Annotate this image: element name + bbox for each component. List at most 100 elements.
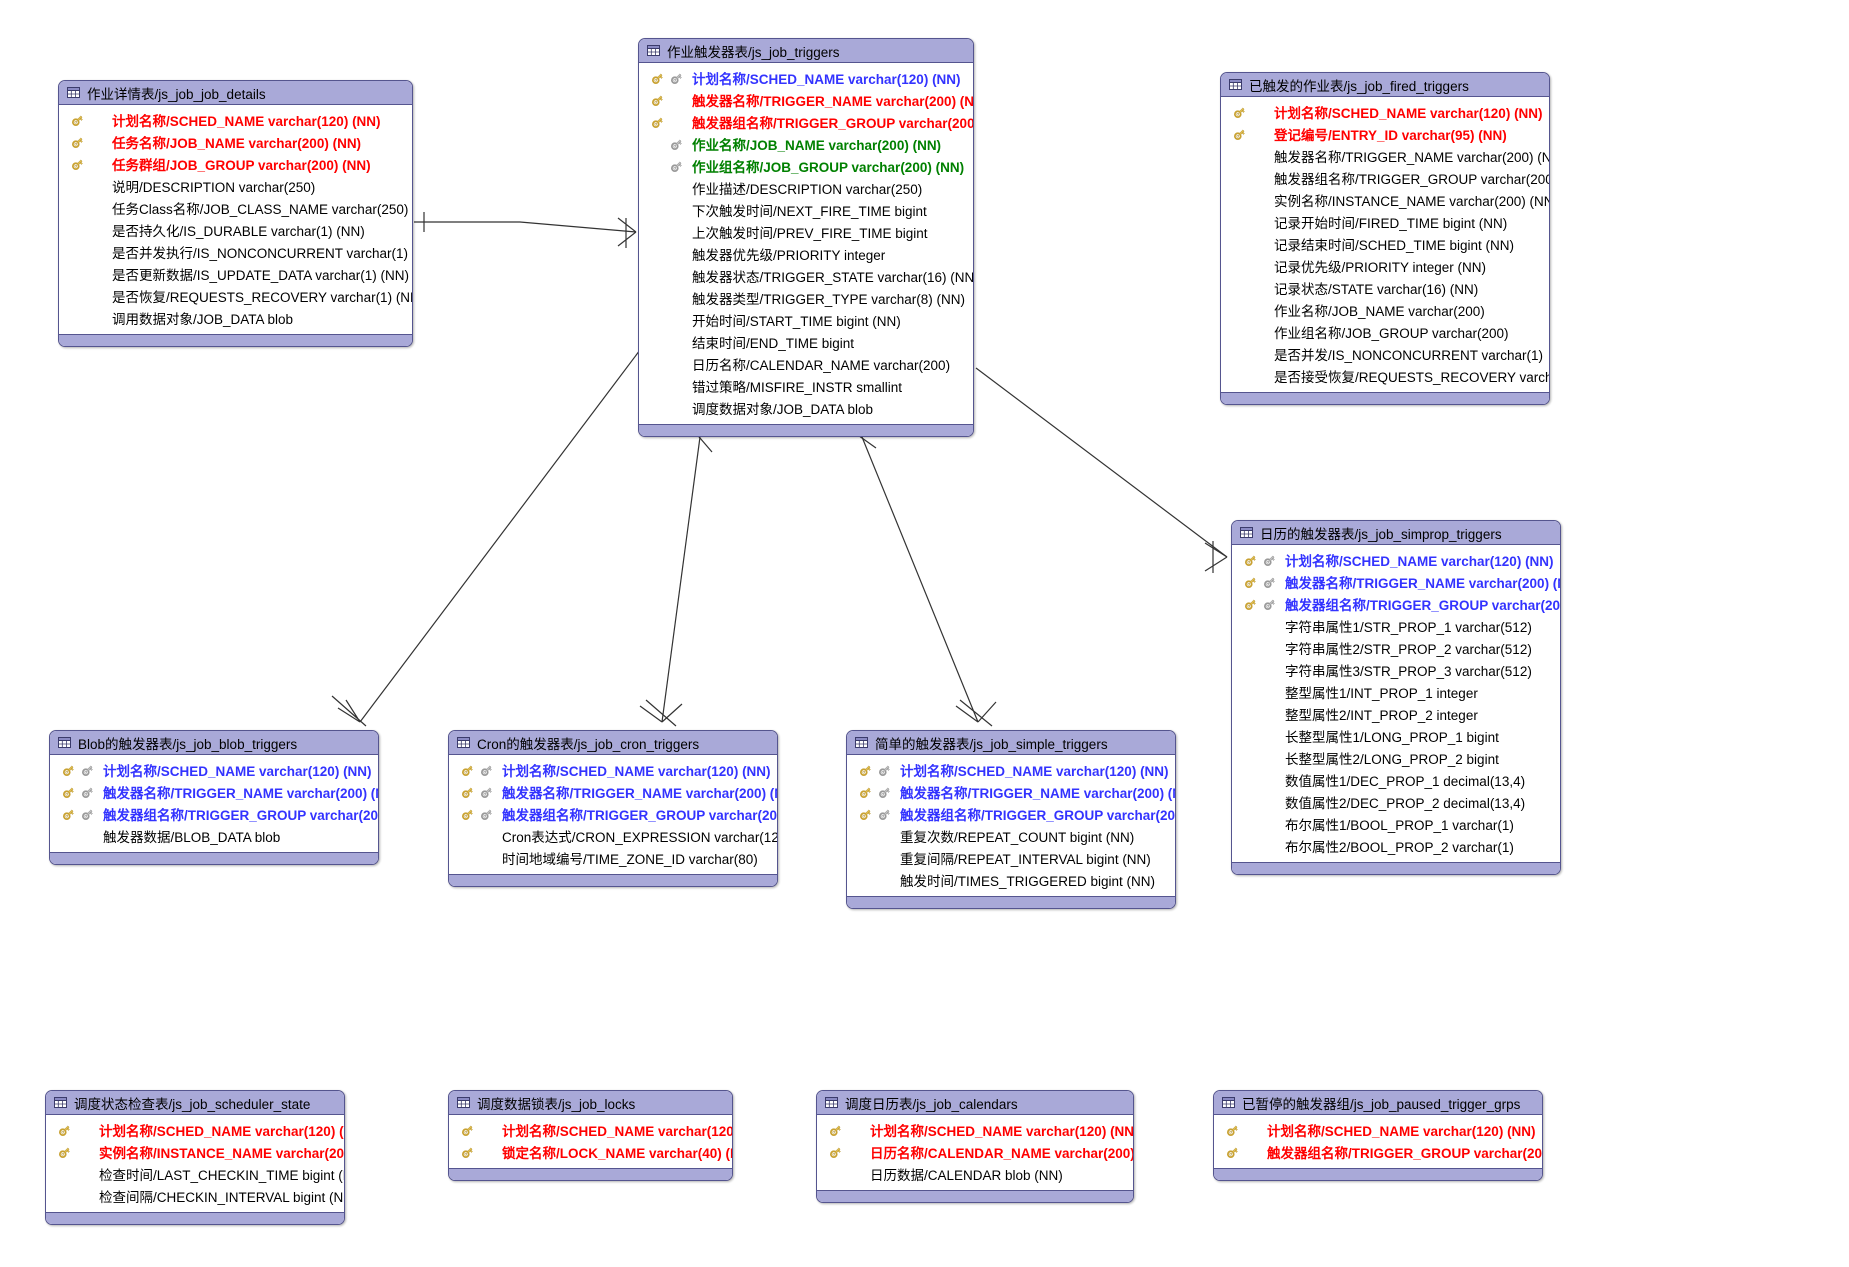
attribute-row[interactable]: 触发时间/TIMES_TRIGGERED bigint (NN) — [847, 869, 1175, 891]
attribute-row[interactable]: 触发器名称/TRIGGER_NAME varchar(200) (NN) — [50, 781, 378, 803]
entity-header-scheduler_state[interactable]: 调度状态检查表/js_job_scheduler_state — [46, 1091, 344, 1115]
attribute-row[interactable]: 计划名称/SCHED_NAME varchar(120) (NN) — [1214, 1119, 1542, 1141]
attribute-row[interactable]: 登记编号/ENTRY_ID varchar(95) (NN) — [1221, 123, 1549, 145]
attribute-row[interactable]: 长整型属性1/LONG_PROP_1 bigint — [1232, 725, 1560, 747]
attribute-row[interactable]: 布尔属性1/BOOL_PROP_1 varchar(1) — [1232, 813, 1560, 835]
attribute-row[interactable]: 任务名称/JOB_NAME varchar(200) (NN) — [59, 131, 412, 153]
attribute-row[interactable]: 锁定名称/LOCK_NAME varchar(40) (NN) — [449, 1141, 732, 1163]
attribute-row[interactable]: 数值属性1/DEC_PROP_1 decimal(13,4) — [1232, 769, 1560, 791]
entity-blob_triggers[interactable]: Blob的触发器表/js_job_blob_triggers 计划名称/SCHED… — [49, 730, 379, 865]
attribute-row[interactable]: 调度数据对象/JOB_DATA blob — [639, 397, 973, 419]
entity-job_triggers[interactable]: 作业触发器表/js_job_triggers 计划名称/SCHED_NAME va… — [638, 38, 974, 437]
entity-simprop_triggers[interactable]: 日历的触发器表/js_job_simprop_triggers 计划名称/SCHE… — [1231, 520, 1561, 875]
entity-header-locks[interactable]: 调度数据锁表/js_job_locks — [449, 1091, 732, 1115]
attribute-row[interactable]: 是否更新数据/IS_UPDATE_DATA varchar(1) (NN) — [59, 263, 412, 285]
attribute-row[interactable]: 日历名称/CALENDAR_NAME varchar(200) — [639, 353, 973, 375]
attribute-row[interactable]: 整型属性2/INT_PROP_2 integer — [1232, 703, 1560, 725]
attribute-row[interactable]: 触发器组名称/TRIGGER_GROUP varchar(200) (NN) — [1232, 593, 1560, 615]
attribute-row[interactable]: 触发器组名称/TRIGGER_GROUP varchar(200) (NN) — [1214, 1141, 1542, 1163]
attribute-row[interactable]: 计划名称/SCHED_NAME varchar(120) (NN) — [1221, 101, 1549, 123]
attribute-row[interactable]: Cron表达式/CRON_EXPRESSION varchar(120) (NN… — [449, 825, 777, 847]
attribute-row[interactable]: 是否并发执行/IS_NONCONCURRENT varchar(1) (NN) — [59, 241, 412, 263]
attribute-row[interactable]: 数值属性2/DEC_PROP_2 decimal(13,4) — [1232, 791, 1560, 813]
attribute-row[interactable]: 时间地域编号/TIME_ZONE_ID varchar(80) — [449, 847, 777, 869]
attribute-row[interactable]: 计划名称/SCHED_NAME varchar(120) (NN) — [50, 759, 378, 781]
entity-header-paused_trigger_grps[interactable]: 已暂停的触发器组/js_job_paused_trigger_grps — [1214, 1091, 1542, 1115]
attribute-row[interactable]: 任务群组/JOB_GROUP varchar(200) (NN) — [59, 153, 412, 175]
attribute-row[interactable]: 计划名称/SCHED_NAME varchar(120) (NN) — [449, 759, 777, 781]
attribute-row[interactable]: 计划名称/SCHED_NAME varchar(120) (NN) — [59, 109, 412, 131]
attribute-row[interactable]: 触发器组名称/TRIGGER_GROUP varchar(200) (NN) — [639, 111, 973, 133]
attribute-row[interactable]: 触发器组名称/TRIGGER_GROUP varchar(200) (NN) — [847, 803, 1175, 825]
entity-job_details[interactable]: 作业详情表/js_job_job_details 计划名称/SCHED_NAME … — [58, 80, 413, 347]
attribute-row[interactable]: 记录状态/STATE varchar(16) (NN) — [1221, 277, 1549, 299]
attribute-row[interactable]: 作业组名称/JOB_GROUP varchar(200) — [1221, 321, 1549, 343]
attribute-row[interactable]: 字符串属性2/STR_PROP_2 varchar(512) — [1232, 637, 1560, 659]
attribute-row[interactable]: 计划名称/SCHED_NAME varchar(120) (NN) — [817, 1119, 1133, 1141]
attribute-row[interactable]: 触发器状态/TRIGGER_STATE varchar(16) (NN) — [639, 265, 973, 287]
attribute-row[interactable]: 实例名称/INSTANCE_NAME varchar(200) (NN) — [1221, 189, 1549, 211]
attribute-row[interactable]: 触发器类型/TRIGGER_TYPE varchar(8) (NN) — [639, 287, 973, 309]
attribute-row[interactable]: 作业组名称/JOB_GROUP varchar(200) (NN) — [639, 155, 973, 177]
entity-scheduler_state[interactable]: 调度状态检查表/js_job_scheduler_state 计划名称/SCHED… — [45, 1090, 345, 1225]
attribute-row[interactable]: 是否持久化/IS_DURABLE varchar(1) (NN) — [59, 219, 412, 241]
attribute-row[interactable]: 记录开始时间/FIRED_TIME bigint (NN) — [1221, 211, 1549, 233]
attribute-row[interactable]: 日历数据/CALENDAR blob (NN) — [817, 1163, 1133, 1185]
attribute-row[interactable]: 触发器组名称/TRIGGER_GROUP varchar(200) (NN) — [1221, 167, 1549, 189]
entity-header-job_triggers[interactable]: 作业触发器表/js_job_triggers — [639, 39, 973, 63]
entity-fired_triggers[interactable]: 已触发的作业表/js_job_fired_triggers 计划名称/SCHED_… — [1220, 72, 1550, 405]
entity-header-blob_triggers[interactable]: Blob的触发器表/js_job_blob_triggers — [50, 731, 378, 755]
entity-header-calendars[interactable]: 调度日历表/js_job_calendars — [817, 1091, 1133, 1115]
attribute-row[interactable]: 调用数据对象/JOB_DATA blob — [59, 307, 412, 329]
attribute-row[interactable]: 下次触发时间/NEXT_FIRE_TIME bigint — [639, 199, 973, 221]
attribute-row[interactable]: 作业名称/JOB_NAME varchar(200) — [1221, 299, 1549, 321]
attribute-row[interactable]: 记录结束时间/SCHED_TIME bigint (NN) — [1221, 233, 1549, 255]
attribute-row[interactable]: 触发器名称/TRIGGER_NAME varchar(200) (NN) — [1221, 145, 1549, 167]
attribute-row[interactable]: 触发器组名称/TRIGGER_GROUP varchar(200) (NN) — [449, 803, 777, 825]
attribute-row[interactable]: 计划名称/SCHED_NAME varchar(120) (NN) — [449, 1119, 732, 1141]
attribute-row[interactable]: 计划名称/SCHED_NAME varchar(120) (NN) — [1232, 549, 1560, 571]
attribute-row[interactable]: 字符串属性1/STR_PROP_1 varchar(512) — [1232, 615, 1560, 637]
attribute-row[interactable]: 上次触发时间/PREV_FIRE_TIME bigint — [639, 221, 973, 243]
attribute-row[interactable]: 布尔属性2/BOOL_PROP_2 varchar(1) — [1232, 835, 1560, 857]
entity-calendars[interactable]: 调度日历表/js_job_calendars 计划名称/SCHED_NAME va… — [816, 1090, 1134, 1203]
attribute-row[interactable]: 触发器优先级/PRIORITY integer — [639, 243, 973, 265]
entity-header-simprop_triggers[interactable]: 日历的触发器表/js_job_simprop_triggers — [1232, 521, 1560, 545]
attribute-row[interactable]: 触发器名称/TRIGGER_NAME varchar(200) (NN) — [639, 89, 973, 111]
attribute-row[interactable]: 字符串属性3/STR_PROP_3 varchar(512) — [1232, 659, 1560, 681]
entity-header-simple_triggers[interactable]: 简单的触发器表/js_job_simple_triggers — [847, 731, 1175, 755]
attribute-row[interactable]: 任务Class名称/JOB_CLASS_NAME varchar(250) (N… — [59, 197, 412, 219]
attribute-row[interactable]: 触发器数据/BLOB_DATA blob — [50, 825, 378, 847]
attribute-row[interactable]: 日历名称/CALENDAR_NAME varchar(200) (NN) — [817, 1141, 1133, 1163]
attribute-row[interactable]: 计划名称/SCHED_NAME varchar(120) (NN) — [639, 67, 973, 89]
attribute-row[interactable]: 长整型属性2/LONG_PROP_2 bigint — [1232, 747, 1560, 769]
attribute-row[interactable]: 是否接受恢复/REQUESTS_RECOVERY varchar(1) — [1221, 365, 1549, 387]
attribute-row[interactable]: 检查时间/LAST_CHECKIN_TIME bigint (NN) — [46, 1163, 344, 1185]
attribute-row[interactable]: 记录优先级/PRIORITY integer (NN) — [1221, 255, 1549, 277]
attribute-row[interactable]: 触发器名称/TRIGGER_NAME varchar(200) (NN) — [449, 781, 777, 803]
entity-paused_trigger_grps[interactable]: 已暂停的触发器组/js_job_paused_trigger_grps 计划名称/… — [1213, 1090, 1543, 1181]
entity-header-cron_triggers[interactable]: Cron的触发器表/js_job_cron_triggers — [449, 731, 777, 755]
attribute-row[interactable]: 触发器名称/TRIGGER_NAME varchar(200) (NN) — [1232, 571, 1560, 593]
attribute-row[interactable]: 作业名称/JOB_NAME varchar(200) (NN) — [639, 133, 973, 155]
attribute-row[interactable]: 说明/DESCRIPTION varchar(250) — [59, 175, 412, 197]
attribute-row[interactable]: 触发器组名称/TRIGGER_GROUP varchar(200) (NN) — [50, 803, 378, 825]
attribute-row[interactable]: 作业描述/DESCRIPTION varchar(250) — [639, 177, 973, 199]
entity-locks[interactable]: 调度数据锁表/js_job_locks 计划名称/SCHED_NAME varch… — [448, 1090, 733, 1181]
attribute-row[interactable]: 结束时间/END_TIME bigint — [639, 331, 973, 353]
entity-header-job_details[interactable]: 作业详情表/js_job_job_details — [59, 81, 412, 105]
attribute-row[interactable]: 重复间隔/REPEAT_INTERVAL bigint (NN) — [847, 847, 1175, 869]
attribute-row[interactable]: 触发器名称/TRIGGER_NAME varchar(200) (NN) — [847, 781, 1175, 803]
entity-header-fired_triggers[interactable]: 已触发的作业表/js_job_fired_triggers — [1221, 73, 1549, 97]
entity-cron_triggers[interactable]: Cron的触发器表/js_job_cron_triggers 计划名称/SCHED… — [448, 730, 778, 887]
attribute-row[interactable]: 整型属性1/INT_PROP_1 integer — [1232, 681, 1560, 703]
attribute-row[interactable]: 计划名称/SCHED_NAME varchar(120) (NN) — [847, 759, 1175, 781]
attribute-row[interactable]: 检查间隔/CHECKIN_INTERVAL bigint (NN) — [46, 1185, 344, 1207]
entity-simple_triggers[interactable]: 简单的触发器表/js_job_simple_triggers 计划名称/SCHED… — [846, 730, 1176, 909]
attribute-row[interactable]: 重复次数/REPEAT_COUNT bigint (NN) — [847, 825, 1175, 847]
attribute-row[interactable]: 是否恢复/REQUESTS_RECOVERY varchar(1) (NN) — [59, 285, 412, 307]
attribute-row[interactable]: 实例名称/INSTANCE_NAME varchar(200) (NN) — [46, 1141, 344, 1163]
attribute-row[interactable]: 开始时间/START_TIME bigint (NN) — [639, 309, 973, 331]
attribute-row[interactable]: 错过策略/MISFIRE_INSTR smallint — [639, 375, 973, 397]
attribute-row[interactable]: 计划名称/SCHED_NAME varchar(120) (NN) — [46, 1119, 344, 1141]
